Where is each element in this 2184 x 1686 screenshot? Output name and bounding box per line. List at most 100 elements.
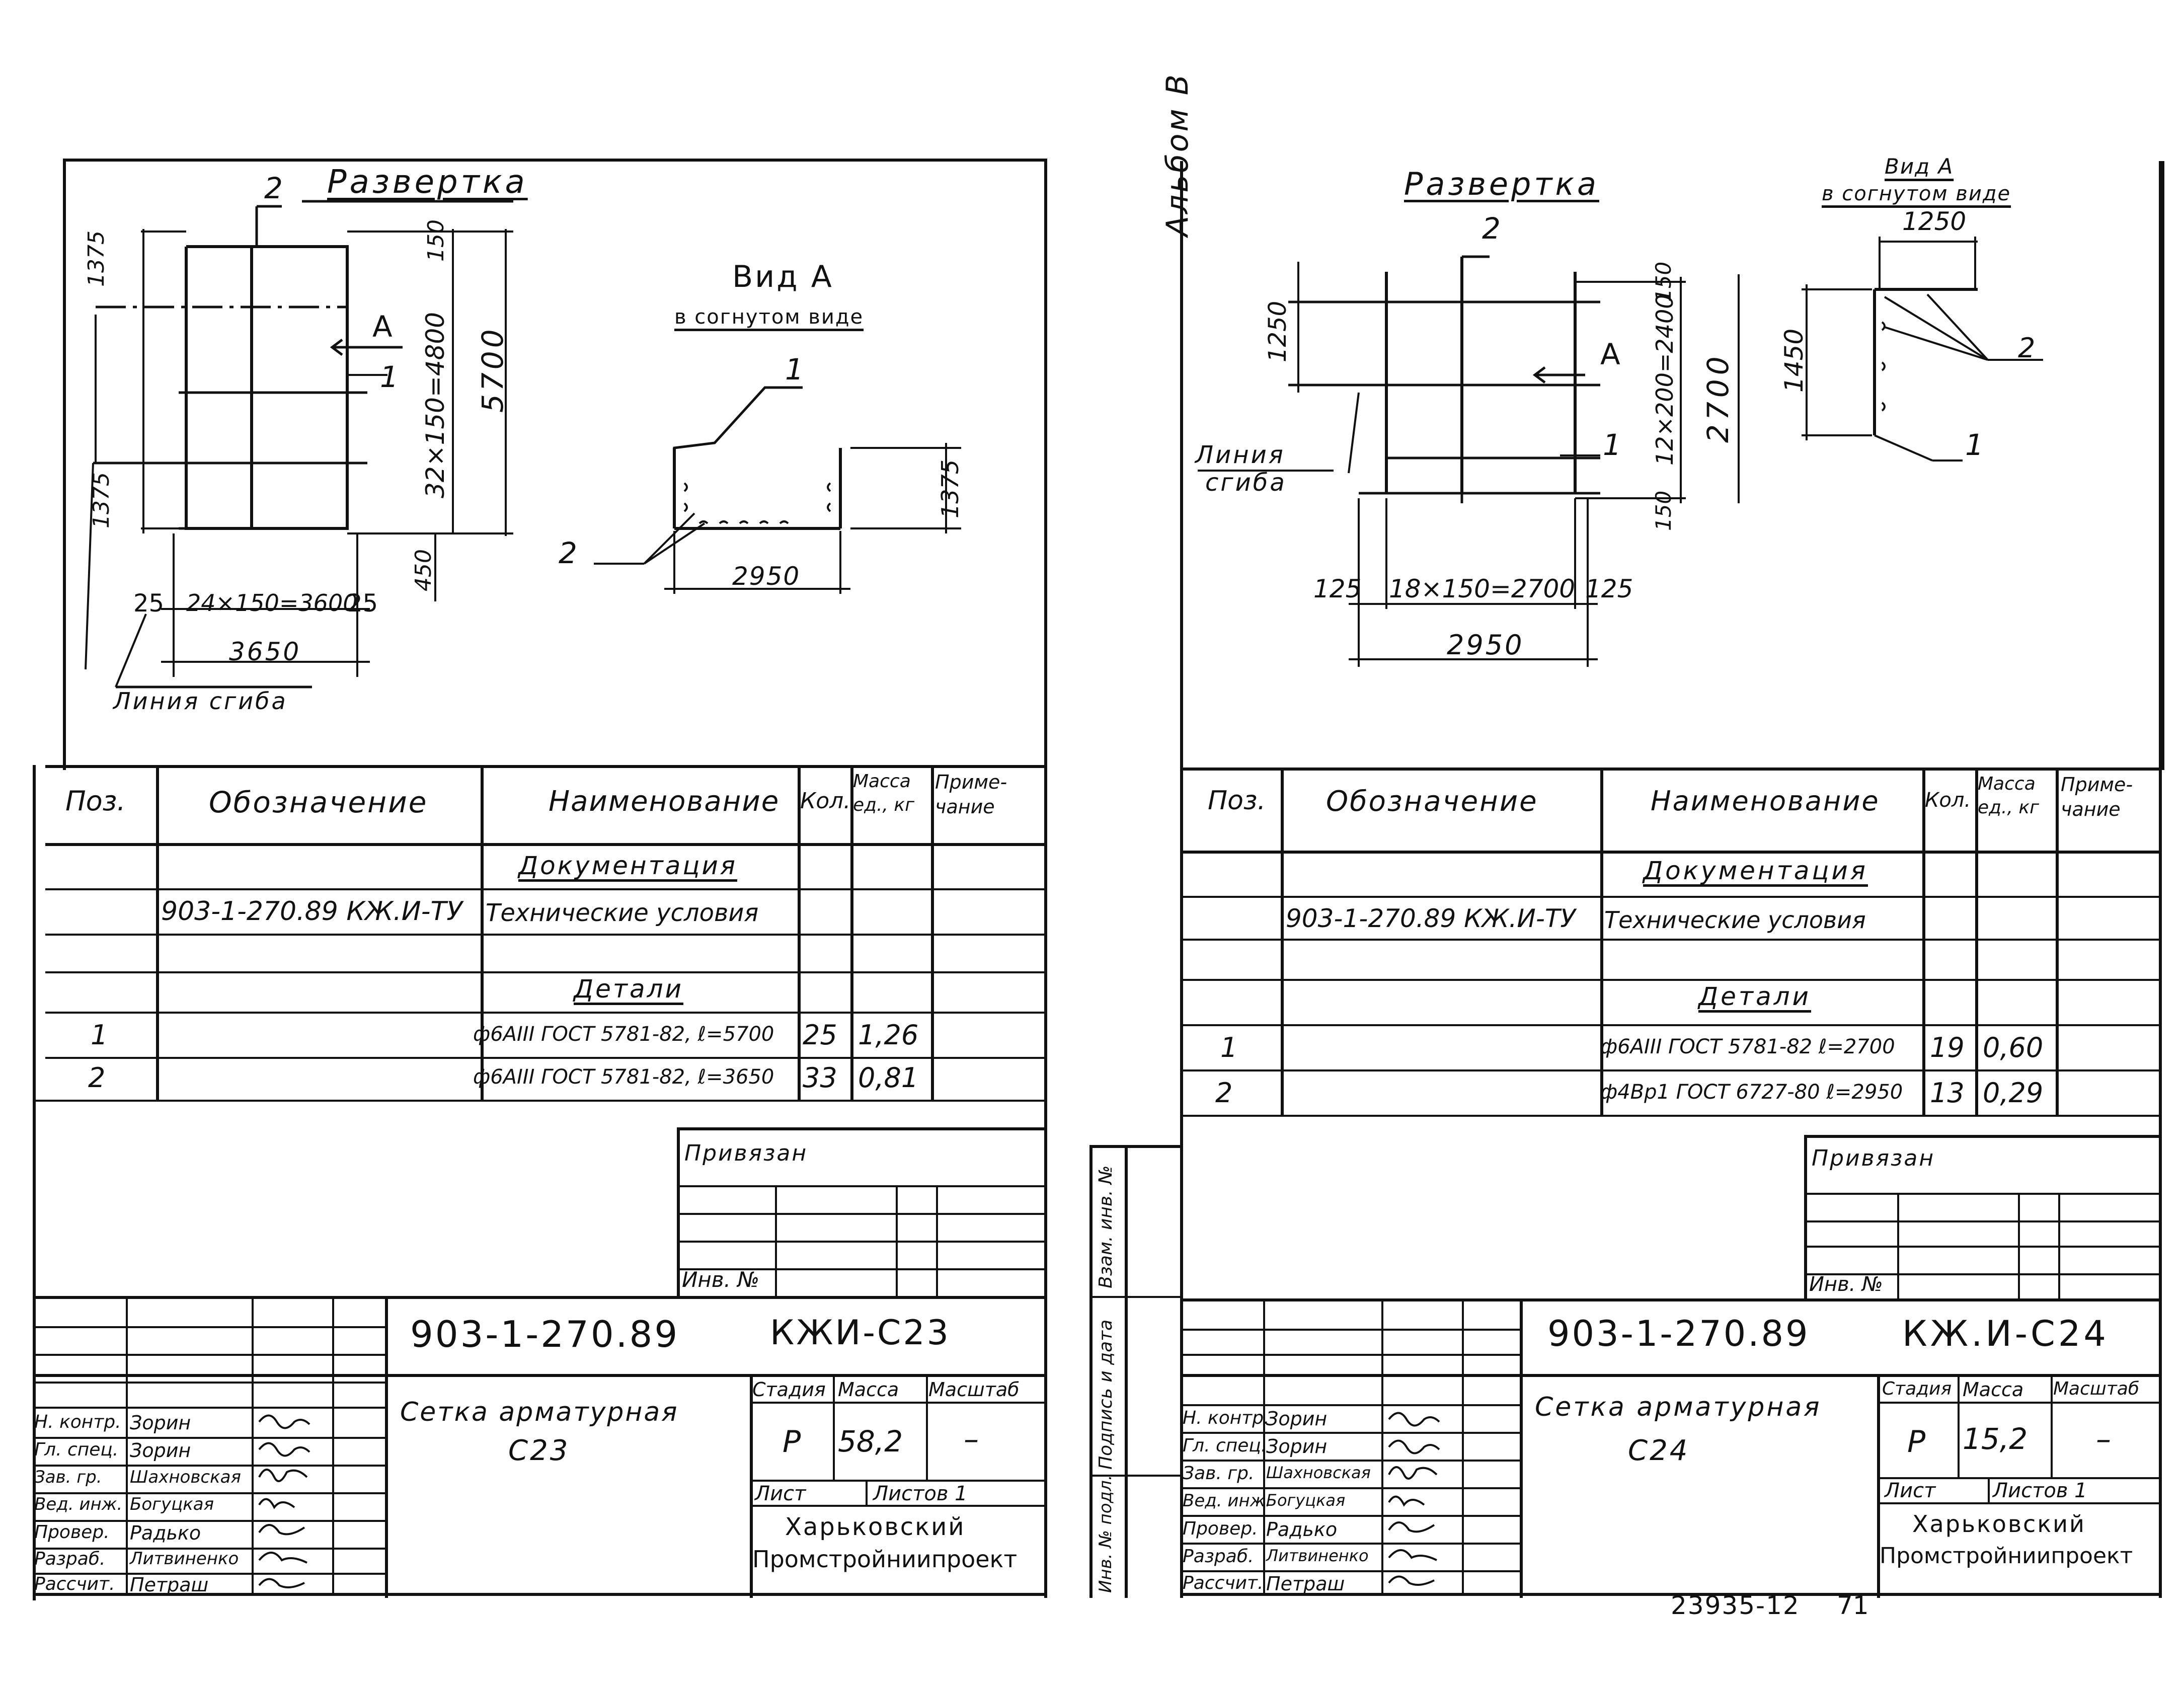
sheets-header: Листов 1	[873, 1482, 968, 1505]
unfold-label: Развертка	[1404, 166, 1599, 202]
sheet-header: Лист	[1885, 1479, 1936, 1502]
role-7: Рассчит.	[34, 1574, 115, 1594]
view-position-1-label: 1	[1965, 428, 1984, 462]
row-1-name: ф6АIII ГОСТ 5781-82, ℓ=5700	[473, 1023, 774, 1046]
dim-right-edge: 125	[1585, 574, 1633, 603]
header-pos: Поз.	[1208, 786, 1266, 816]
stage-value: Р	[1907, 1424, 1926, 1460]
role-3-name: Шахновская	[130, 1467, 241, 1487]
doc-code: 903-1-270.89	[1547, 1313, 1810, 1354]
doc-name: Технические условия	[486, 899, 759, 927]
row-1-qty: 25	[803, 1019, 837, 1051]
binding-inv: Инв. №	[1809, 1273, 1883, 1296]
role-7-name: Петраш	[1266, 1573, 1345, 1595]
role-3-name: Шахновская	[1266, 1463, 1371, 1482]
signatures	[1388, 1412, 1440, 1586]
role-5: Провер.	[1183, 1518, 1258, 1539]
position-1-label: 1	[1603, 428, 1621, 462]
role-5: Провер.	[34, 1522, 110, 1543]
row-2-pos: 2	[88, 1062, 106, 1094]
row-1-pos: 1	[1220, 1032, 1238, 1063]
row-2-pos: 2	[1215, 1077, 1233, 1109]
section-parts: Детали	[1698, 982, 1812, 1011]
dim-view-width: 2950	[732, 562, 801, 591]
header-note: Приме-чание	[935, 771, 1007, 818]
row-1-qty: 19	[1930, 1032, 1965, 1063]
stage-value: Р	[783, 1424, 801, 1460]
header-mass: Масса ед., кг	[853, 771, 915, 815]
scale-header: Масштаб	[2053, 1378, 2140, 1399]
dim-view-width: 1250	[1902, 207, 1967, 236]
dim-horizontal-spacing: 18×150=2700	[1389, 574, 1576, 603]
dim-horizontal-spacing: 24×150=3600	[186, 589, 358, 617]
org-line-2: Промстройниипроект	[752, 1546, 1018, 1573]
row-1-pos: 1	[91, 1019, 108, 1051]
doc-designation: 903-1-270.89 КЖ.И-ТУ	[161, 896, 462, 927]
role-6: Разраб.	[1183, 1546, 1254, 1567]
row-1-mass: 0,60	[1983, 1032, 2044, 1063]
doc-code: 903-1-270.89	[410, 1313, 680, 1355]
sheets-header: Листов 1	[1993, 1479, 2087, 1502]
section-docs: Документация	[1643, 856, 1868, 885]
stage-header: Стадия	[1882, 1378, 1952, 1399]
role-7-name: Петраш	[130, 1574, 209, 1596]
role-4-name: Богуцкая	[1266, 1491, 1346, 1510]
row-2-mass: 0,81	[858, 1062, 919, 1094]
bend-line-label-1: Линия	[1195, 441, 1285, 469]
role-7: Рассчит.	[1183, 1573, 1264, 1593]
role-6-name: Литвиненко	[1266, 1546, 1369, 1565]
view-a-sublabel: в согнутом виде	[674, 305, 864, 329]
sheet-header: Лист	[755, 1482, 806, 1505]
row-2-name: ф4Вр1 ГОСТ 6727-80 ℓ=2950	[1600, 1081, 1903, 1104]
doc-name: Технические условия	[1604, 906, 1866, 934]
row-2-qty: 13	[1930, 1077, 1965, 1109]
dim-right-edge: 25	[347, 589, 378, 618]
mass-header: Масса	[1963, 1378, 2024, 1401]
role-6: Разраб.	[34, 1549, 106, 1569]
org-line-1: Харьковский	[785, 1513, 966, 1541]
header-mass: Масса ед., кг	[1978, 774, 2040, 818]
stamp-replace-inv: Взам. инв. №	[1096, 1165, 1116, 1288]
header-name: Наименование	[549, 785, 780, 818]
unfold-label: Развертка	[327, 164, 528, 201]
role-3: Зав. гр.	[1183, 1463, 1255, 1484]
role-6-name: Литвиненко	[130, 1549, 239, 1569]
dim-total-height: 2700	[1701, 352, 1735, 443]
header-note: Приме-чание	[2061, 774, 2133, 821]
role-2-name: Зорин	[130, 1439, 191, 1462]
role-1-name: Зорин	[130, 1412, 191, 1434]
stamp-signature-date: Подпись и дата	[1096, 1319, 1116, 1470]
header-pos: Поз.	[65, 785, 126, 817]
binding-inv: Инв. №	[682, 1267, 760, 1292]
row-2-mass: 0,29	[1983, 1077, 2044, 1109]
view-position-2-label: 2	[2018, 332, 2036, 364]
role-1-name: Зорин	[1266, 1408, 1328, 1430]
scale-header: Масштаб	[928, 1378, 1020, 1401]
stage-header: Стадия	[752, 1378, 826, 1401]
role-2: Гл. спец.	[34, 1439, 119, 1460]
section-docs: Документация	[518, 851, 737, 880]
row-2-name: ф6АIII ГОСТ 5781-82, ℓ=3650	[473, 1065, 774, 1089]
mass-header: Масса	[838, 1378, 899, 1401]
binding-title: Привязан	[684, 1140, 808, 1166]
title-line-2: С23	[508, 1434, 570, 1467]
doc-mark: КЖИ-С23	[770, 1313, 951, 1353]
dim-total-width: 3650	[229, 637, 301, 666]
title-line-1: Сетка арматурная	[1535, 1392, 1822, 1422]
binding-title: Привязан	[1812, 1145, 1935, 1171]
org-line-2: Промстройниипроект	[1880, 1543, 2133, 1569]
archive-number: 23935-12	[1671, 1591, 1800, 1620]
view-a-sublabel: в согнутом виде	[1822, 182, 2011, 205]
position-1-label: 1	[380, 360, 399, 394]
role-5-name: Радько	[1266, 1518, 1338, 1541]
role-2: Гл. спец.	[1183, 1435, 1267, 1456]
org-line-1: Харьковский	[1912, 1510, 2086, 1538]
header-designation: Обозначение	[209, 785, 428, 819]
section-mark: 2	[1482, 211, 1501, 246]
view-a-label: Вид А	[1885, 154, 1954, 179]
mesh-unfold-drawing	[1198, 237, 2043, 667]
role-2-name: Зорин	[1266, 1435, 1328, 1458]
section-mark: 2	[264, 171, 283, 205]
view-position-1-label: 1	[785, 352, 804, 387]
